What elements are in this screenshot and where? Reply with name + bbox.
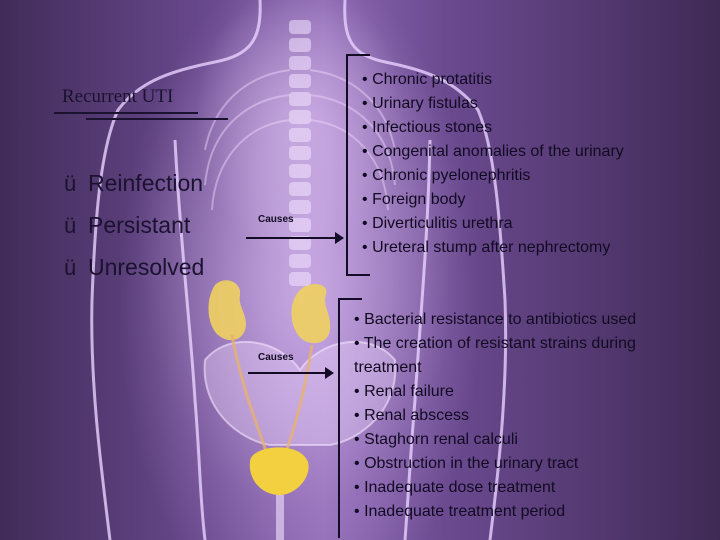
list-item: • Inadequate dose treatment [354,479,556,496]
list-item: • Bacterial resistance to antibiotics us… [354,311,637,328]
causes-label-persistant: Causes [258,214,294,225]
arrow-persistant-icon [246,232,344,244]
list-item: • Inadequate treatment period [354,503,566,520]
check-icon: ü [64,171,77,196]
bladder-icon [249,447,309,495]
type-label: Persistant [88,212,191,238]
pelvis [203,340,397,446]
arrow-unresolved-icon [248,367,334,379]
check-icon: ü [64,255,77,280]
bracket-unresolved [338,298,362,538]
type-item-reinfection: ü Reinfection [64,170,203,197]
rib-cage [204,69,396,211]
list-item: • Chronic pyelonephritis [362,167,531,184]
check-icon: ü [64,213,77,238]
list-item: • Diverticulitis urethra [362,215,513,232]
list-item: • Foreign body [362,191,466,208]
right-kidney-icon [291,283,331,344]
list-item: • Urinary fistulas [362,95,478,112]
bracket-persistant [346,54,370,276]
unresolved-causes-list: • Bacterial resistance to antibiotics us… [354,308,694,524]
urethra [276,495,284,540]
list-item: • Renal abscess [354,407,470,424]
type-label: Reinfection [88,170,204,196]
persistant-causes-list: • Chronic protatitis • Urinary fistulas … [362,68,624,260]
type-item-unresolved: ü Unresolved [64,254,204,281]
title-underline-offset [86,118,228,120]
list-item: • Congenital anomalies of the urinary [362,143,624,160]
left-kidney-icon [208,280,246,341]
list-item: • Chronic protatitis [362,71,493,88]
type-item-persistant: ü Persistant [64,212,190,239]
list-item: • Staghorn renal calculi [354,431,518,448]
title-underline [54,112,198,114]
list-item: • The creation of resistant strains duri… [354,335,636,376]
list-item: • Renal failure [354,383,454,400]
type-label: Unresolved [88,254,205,280]
list-item: • Ureteral stump after nephrectomy [362,239,611,256]
list-item: • Obstruction in the urinary tract [354,455,579,472]
slide-title: Recurrent UTI [62,86,174,107]
causes-label-unresolved: Causes [258,352,294,363]
ureter-left [230,334,272,463]
list-item: • Infectious stones [362,119,493,136]
spine [289,20,311,286]
